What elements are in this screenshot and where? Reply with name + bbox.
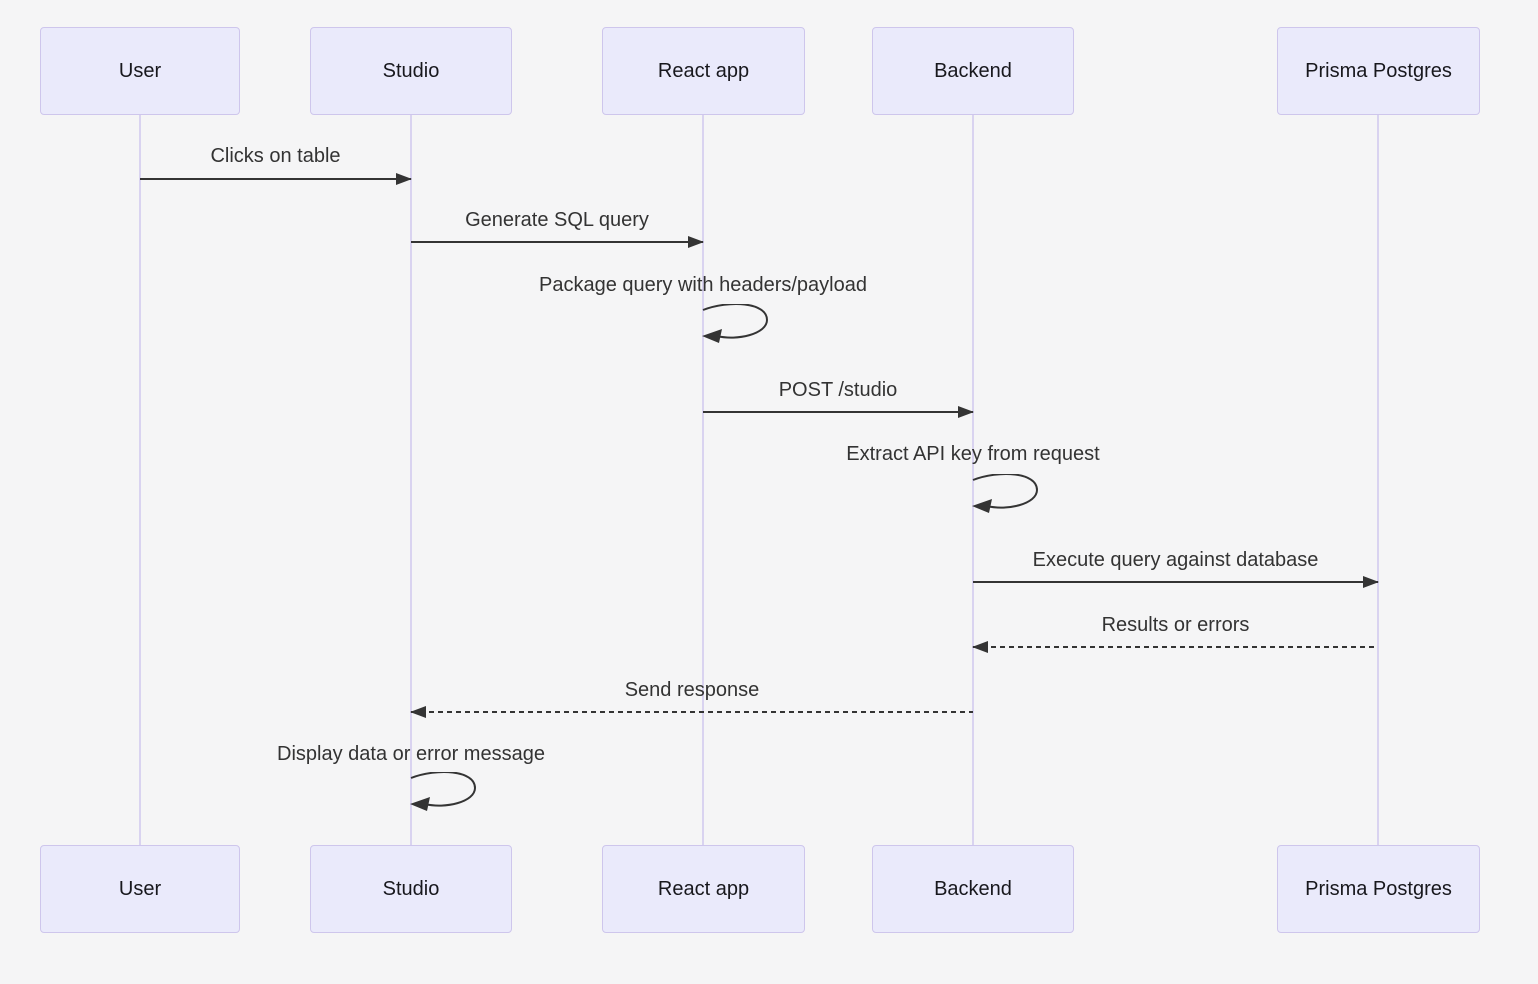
self-loop-arrow-studio [410, 772, 477, 811]
arrowhead-icon [958, 406, 974, 418]
actor-box-prisma-postgres-bottom: Prisma Postgres [1277, 845, 1480, 933]
arrowhead-icon [688, 236, 704, 248]
message-arrow-generate-sql-query [411, 236, 704, 248]
message-arrow-clicks-on-table [140, 173, 412, 185]
self-loop-path [410, 772, 477, 807]
actor-box-backend-bottom: Backend [872, 845, 1074, 933]
arrowhead-icon [972, 499, 992, 513]
message-label-generate-sql-query: Generate SQL query [465, 209, 649, 231]
actor-box-user-bottom: User [40, 845, 240, 933]
lifeline-prisma-postgres [1377, 114, 1379, 845]
message-label-display-data: Display data or error message [277, 743, 545, 765]
message-label-package-query: Package query with headers/payload [539, 274, 867, 296]
lifeline-react-app [702, 114, 704, 845]
message-label-extract-api-key: Extract API key from request [846, 443, 1100, 465]
actor-box-prisma-postgres-top: Prisma Postgres [1277, 27, 1480, 115]
message-label-results-or-errors: Results or errors [1101, 614, 1250, 636]
message-arrow-send-response [410, 706, 973, 718]
message-label-clicks-on-table: Clicks on table [210, 145, 341, 167]
self-loop-path [702, 304, 769, 339]
self-loop-arrow-react-app [702, 304, 769, 343]
message-arrow-post-studio [703, 406, 974, 418]
arrowhead-icon [410, 706, 426, 718]
actor-box-studio-bottom: Studio [310, 845, 512, 933]
actor-box-backend-top: Backend [872, 27, 1074, 115]
actor-box-react-app-bottom: React app [602, 845, 805, 933]
self-loop-arrow-backend [972, 474, 1039, 513]
arrowhead-icon [410, 797, 430, 811]
message-label-post-studio: POST /studio [778, 379, 898, 401]
message-label-execute-query: Execute query against database [1032, 549, 1319, 571]
arrowhead-icon [972, 641, 988, 653]
message-label-send-response: Send response [624, 679, 760, 701]
actor-box-react-app-top: React app [602, 27, 805, 115]
self-loop-path [972, 474, 1039, 509]
lifeline-user [139, 114, 141, 845]
lifeline-studio [410, 114, 412, 845]
arrowhead-icon [702, 329, 722, 343]
message-arrow-results-or-errors [972, 641, 1378, 653]
arrowhead-icon [1363, 576, 1379, 588]
actor-box-user-top: User [40, 27, 240, 115]
actor-box-studio-top: Studio [310, 27, 512, 115]
message-arrow-execute-query [973, 576, 1379, 588]
arrowhead-icon [396, 173, 412, 185]
